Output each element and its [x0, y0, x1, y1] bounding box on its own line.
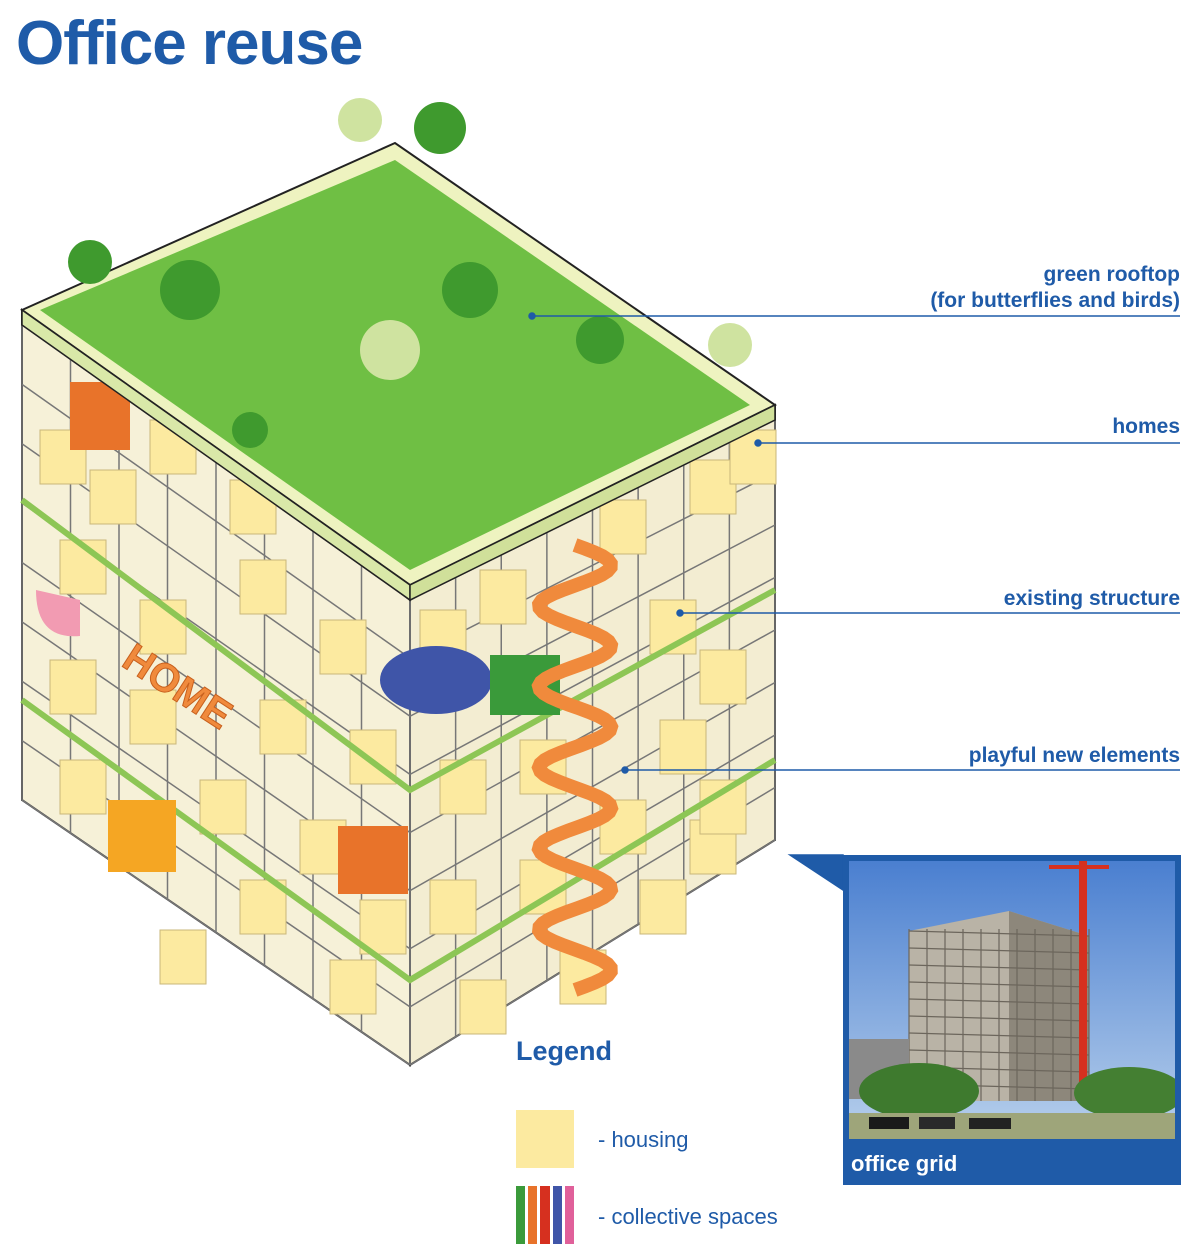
housing-box: [459, 979, 507, 1035]
callout-dot: [676, 609, 684, 617]
legend-collective-label: - collective spaces: [598, 1204, 778, 1229]
housing-box: [319, 619, 367, 675]
legend-title: Legend: [516, 1036, 613, 1066]
housing-box: [429, 879, 477, 935]
page-title: Office reuse: [16, 9, 363, 78]
housing-box: [479, 569, 527, 625]
housing-box: [329, 959, 377, 1015]
callout-green-rooftop: green rooftop (for butterflies and birds…: [930, 263, 1180, 312]
housing-box: [159, 929, 207, 985]
grid-floor: [409, 681, 776, 892]
housing-box: [639, 879, 687, 935]
tree: [232, 412, 268, 448]
collective-space: [108, 800, 176, 872]
housing-box: [599, 499, 647, 555]
tree: [160, 260, 220, 320]
collective-space: [36, 590, 80, 637]
green-ledge: [20, 697, 777, 984]
callout-dot: [528, 312, 536, 320]
housing-box: [659, 719, 707, 775]
housing-box: [59, 759, 107, 815]
housing-box: [49, 659, 97, 715]
legend-housing-label: - housing: [598, 1127, 689, 1152]
tree: [414, 102, 466, 154]
housing-box: [239, 879, 287, 935]
tree: [338, 98, 382, 142]
roof-edge: [409, 403, 776, 602]
spiral-slide: [531, 538, 619, 997]
photo-caption: office grid: [851, 1151, 958, 1176]
tree: [68, 240, 112, 284]
housing-box: [199, 779, 247, 835]
housing-box: [689, 459, 737, 515]
tree: [442, 262, 498, 318]
tree: [360, 320, 420, 380]
callout-playful-new-elements: playful new elements: [968, 744, 1180, 767]
grid-floor: [409, 576, 776, 776]
office-grid-photo: [849, 861, 1175, 1139]
housing-box: [129, 689, 177, 745]
grid-floor: [21, 799, 411, 1066]
grid-floor: [21, 561, 411, 834]
housing-box: [359, 899, 407, 955]
tree: [708, 323, 752, 367]
collective-space: [380, 646, 492, 714]
collective-spaces-swatch: [516, 1186, 575, 1244]
callout-dot: [621, 766, 629, 774]
office-grid-photo-panel: office grid: [843, 855, 1181, 1185]
collective-space: [338, 826, 408, 894]
housing-box: [89, 469, 137, 525]
photo-pointer: [787, 854, 844, 892]
collective-space: [490, 655, 560, 715]
tree: [576, 316, 624, 364]
housing-box: [699, 649, 747, 705]
housing-box: [239, 559, 287, 615]
green-ledge: [20, 497, 777, 794]
callout-homes: homes: [1112, 415, 1180, 438]
callout-dot: [754, 439, 762, 447]
callout-existing-structure: existing structure: [1003, 587, 1180, 610]
housing-swatch: [516, 1110, 574, 1168]
